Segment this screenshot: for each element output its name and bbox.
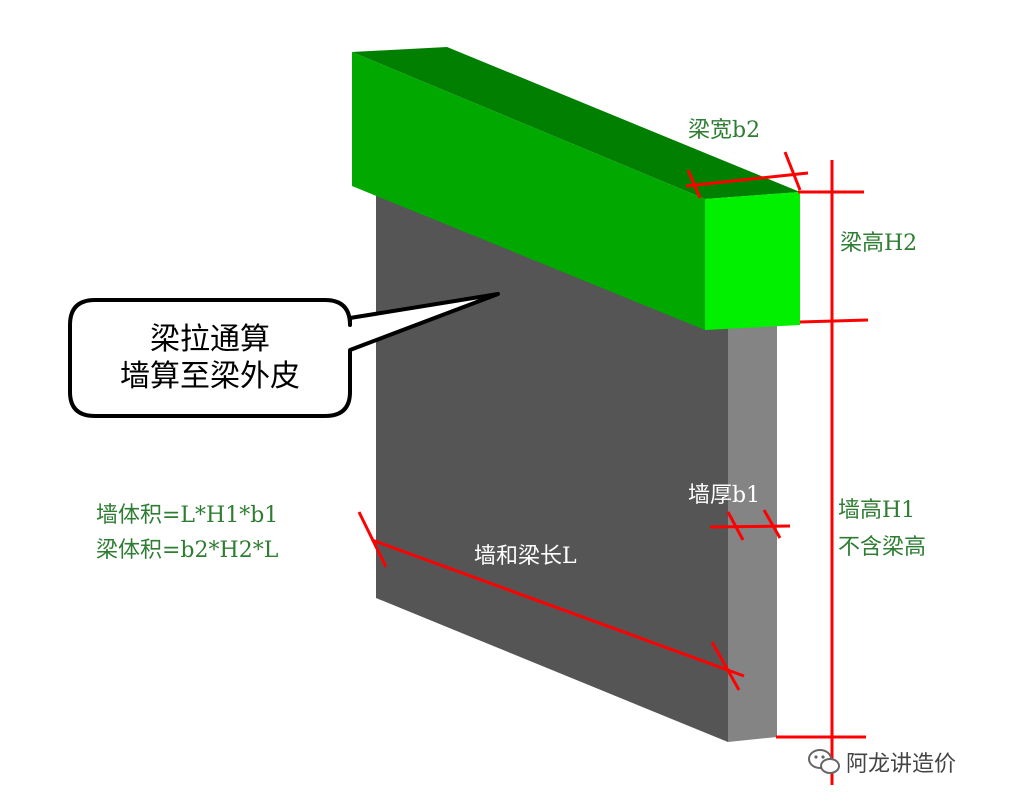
wall-front-face (376, 190, 728, 742)
wall-thickness-tick-left (726, 511, 745, 541)
wall-thickness-tick-right (762, 509, 782, 539)
beam-front-face (352, 52, 705, 330)
callout-shape (68, 292, 500, 418)
height-tick-beam-bottom (799, 318, 869, 324)
wall-height-label-line1: 墙高H1 (838, 498, 916, 523)
callout-line-2: 墙算至梁外皮 (120, 359, 300, 394)
length-tick-right (710, 641, 741, 691)
watermark-text: 阿龙讲造价 (846, 752, 957, 777)
wall-thickness-label: 墙厚b1 (688, 483, 761, 508)
wall-volume-formula: 墙体积=L*H1*b1 (96, 503, 279, 528)
length-tick-left (357, 511, 388, 568)
wechat-icon (808, 749, 840, 774)
beam-width-tick-right (783, 151, 802, 191)
wall-height-label-line2: 不含梁高 (838, 535, 927, 560)
beam-height-label: 梁高H2 (840, 231, 918, 256)
beam-end-face (705, 192, 800, 330)
beam-width-dimension-line (685, 171, 809, 188)
callout-bubble (68, 292, 500, 418)
beam-volume-formula: 梁体积=b2*H2*L (96, 538, 279, 563)
wall-side-face (728, 325, 777, 742)
length-dimension-line (371, 538, 745, 678)
callout-line-1: 梁拉通算 (150, 321, 270, 357)
watermark: 阿龙讲造价 (846, 746, 956, 778)
beam (352, 47, 800, 330)
wall-thickness-dimension-line (709, 524, 791, 529)
beam-width-label: 梁宽b2 (688, 118, 761, 143)
wall (376, 190, 777, 742)
beam-top-face (352, 47, 800, 199)
beam-width-tick-left (686, 169, 702, 199)
dimension-lines (357, 151, 869, 785)
length-label: 墙和梁长L (474, 544, 577, 569)
callout-text: 梁拉通算 墙算至梁外皮 (70, 300, 350, 416)
